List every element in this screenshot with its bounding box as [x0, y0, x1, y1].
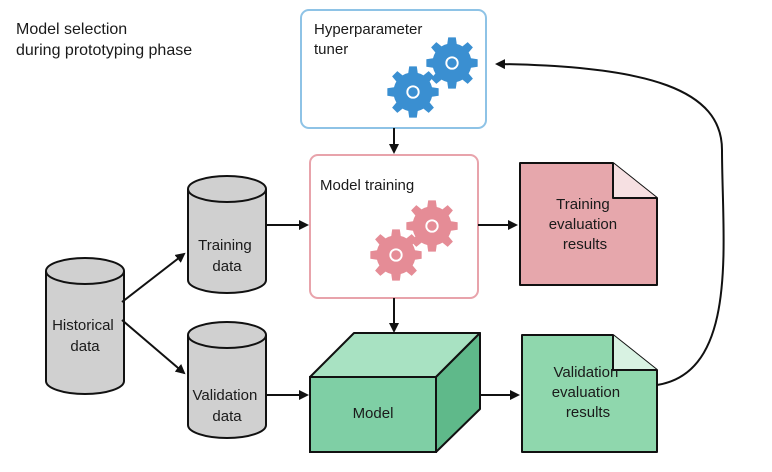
- arrow-historical-to-validation-data: [121, 319, 186, 375]
- gear-icon: [406, 200, 458, 252]
- model-training-box: Model training: [309, 154, 479, 299]
- historical-data-label: Historical data: [52, 317, 118, 355]
- arrow-validation-results-to-tuner: [495, 59, 725, 386]
- arrow-historical-to-training-data: [121, 252, 186, 303]
- diagram-title: Model selection during prototyping phase: [16, 21, 192, 59]
- hyperparameter-tuner-box: Hyperparameter tuner: [300, 9, 487, 129]
- training-data-label: Training data: [198, 237, 256, 275]
- validation-data-cylinder: Validation data: [187, 321, 267, 439]
- historical-data-cylinder: Historical data: [45, 257, 125, 395]
- validation-results-label: Validation evaluation results: [552, 364, 625, 421]
- training-results-label: Training evaluation results: [549, 196, 622, 253]
- model-label: Model: [353, 405, 394, 422]
- title-line-1: Model selection: [16, 21, 127, 38]
- validation-evaluation-results-document: Validation evaluation results: [521, 334, 658, 453]
- gear-icon: [426, 37, 478, 89]
- hyperparameter-tuner-label: Hyperparameter tuner: [314, 21, 427, 58]
- validation-data-label: Validation data: [193, 387, 262, 425]
- title-line-2: during prototyping phase: [16, 42, 192, 59]
- training-data-cylinder: Training data: [187, 175, 267, 294]
- gear-icon: [387, 66, 439, 118]
- model-training-label: Model training: [320, 177, 414, 194]
- gear-icon: [370, 229, 422, 281]
- model-box: Model: [309, 332, 481, 453]
- arrows: [121, 59, 725, 400]
- training-evaluation-results-document: Training evaluation results: [519, 162, 658, 286]
